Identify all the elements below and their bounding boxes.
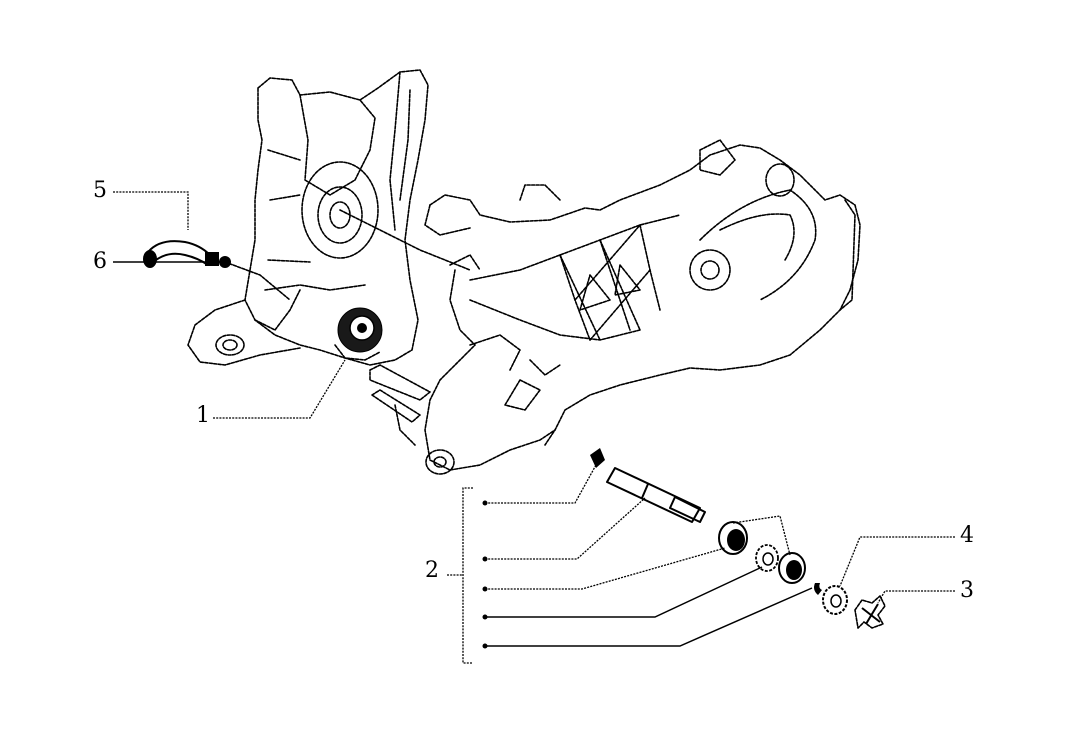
impeller-part-3 — [854, 595, 886, 629]
left-crankcase — [187, 69, 471, 366]
hose-part-5 — [143, 240, 219, 268]
gear-part-1 — [334, 307, 383, 361]
side-bracket — [369, 364, 431, 446]
shaft-assembly — [590, 448, 822, 595]
seal-part-4 — [822, 585, 848, 615]
callout-5: 5 — [93, 178, 107, 203]
callout-3: 3 — [960, 578, 974, 603]
clamp-part-6 — [219, 256, 291, 301]
leader-lines — [113, 191, 955, 664]
callout-1: 1 — [196, 403, 210, 428]
callout-2: 2 — [425, 558, 439, 583]
right-crankcase — [424, 139, 861, 475]
callout-6: 6 — [93, 249, 107, 274]
callout-4: 4 — [960, 523, 974, 548]
